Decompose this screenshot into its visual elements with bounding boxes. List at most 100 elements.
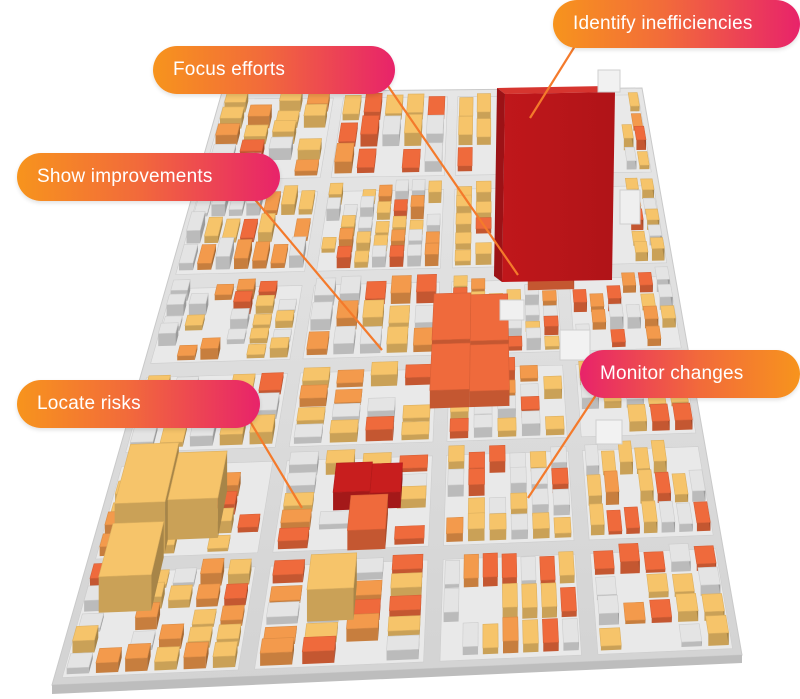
building xyxy=(640,178,655,200)
building xyxy=(627,403,648,432)
building xyxy=(371,245,387,268)
building xyxy=(227,558,252,586)
building xyxy=(200,557,225,587)
building xyxy=(623,506,641,534)
building xyxy=(623,601,646,625)
risk-neighbor xyxy=(347,493,389,551)
building xyxy=(298,190,316,215)
building xyxy=(374,221,390,236)
building xyxy=(646,573,669,598)
building xyxy=(497,417,517,437)
leader-locate xyxy=(247,417,303,509)
leader-focus xyxy=(387,85,519,276)
building xyxy=(606,509,623,535)
building xyxy=(401,420,430,441)
building xyxy=(540,582,558,618)
building xyxy=(215,237,235,270)
building xyxy=(428,180,442,204)
building xyxy=(342,95,362,121)
building xyxy=(386,634,420,661)
building xyxy=(558,551,575,584)
building xyxy=(214,283,235,301)
building xyxy=(462,622,479,656)
building xyxy=(455,212,472,235)
building xyxy=(326,197,342,221)
improvement-cluster xyxy=(469,343,510,408)
building xyxy=(353,250,370,268)
building xyxy=(637,272,654,293)
building xyxy=(336,245,352,269)
building xyxy=(650,439,667,474)
building xyxy=(406,244,422,267)
building xyxy=(360,115,380,147)
building xyxy=(519,364,539,382)
building xyxy=(334,142,355,174)
building xyxy=(521,583,538,619)
building xyxy=(402,404,431,422)
building xyxy=(649,599,673,624)
building xyxy=(507,317,522,337)
building xyxy=(293,423,324,444)
building xyxy=(66,652,94,675)
building xyxy=(455,232,472,250)
tall-yellow-building xyxy=(98,521,165,613)
inefficiency-tower xyxy=(494,86,615,282)
building xyxy=(158,623,185,650)
leader-show xyxy=(251,195,383,351)
building xyxy=(280,185,299,215)
building xyxy=(589,293,605,312)
building xyxy=(220,604,245,627)
building xyxy=(454,249,472,266)
building xyxy=(321,236,337,253)
building xyxy=(520,556,537,586)
building xyxy=(355,231,372,252)
building xyxy=(475,242,492,265)
building xyxy=(410,195,425,220)
building xyxy=(255,294,275,314)
building xyxy=(510,513,529,540)
building xyxy=(215,123,241,145)
building xyxy=(186,211,206,244)
building xyxy=(272,559,306,584)
building xyxy=(346,613,380,642)
building xyxy=(618,542,641,574)
building xyxy=(525,327,541,351)
leader-lines xyxy=(247,45,599,509)
building xyxy=(425,114,445,146)
building xyxy=(178,243,199,271)
building xyxy=(386,326,409,353)
building xyxy=(475,201,492,218)
building xyxy=(336,300,359,330)
building xyxy=(593,550,615,575)
building xyxy=(259,637,295,666)
tower-neighbor-blocks xyxy=(499,69,641,445)
building xyxy=(641,500,658,534)
building xyxy=(589,503,605,536)
building xyxy=(633,240,649,262)
callout-locate-risks: Locate risks xyxy=(17,380,260,428)
building xyxy=(183,641,209,670)
building xyxy=(507,335,523,351)
building xyxy=(266,601,300,625)
building xyxy=(449,417,469,439)
tall-yellow-building xyxy=(167,450,228,540)
building xyxy=(675,502,694,532)
building xyxy=(251,241,271,269)
building xyxy=(643,551,666,573)
building xyxy=(95,647,123,673)
building xyxy=(693,501,711,532)
building xyxy=(188,292,209,316)
building xyxy=(539,555,556,585)
building xyxy=(586,474,603,506)
building xyxy=(389,245,405,268)
building xyxy=(468,468,485,497)
building xyxy=(553,516,572,538)
building xyxy=(627,92,640,112)
building xyxy=(597,594,620,626)
building xyxy=(447,468,465,497)
building xyxy=(294,159,320,176)
improvement-cluster xyxy=(429,342,471,409)
building xyxy=(229,308,250,330)
building xyxy=(166,293,187,317)
building xyxy=(608,303,624,330)
